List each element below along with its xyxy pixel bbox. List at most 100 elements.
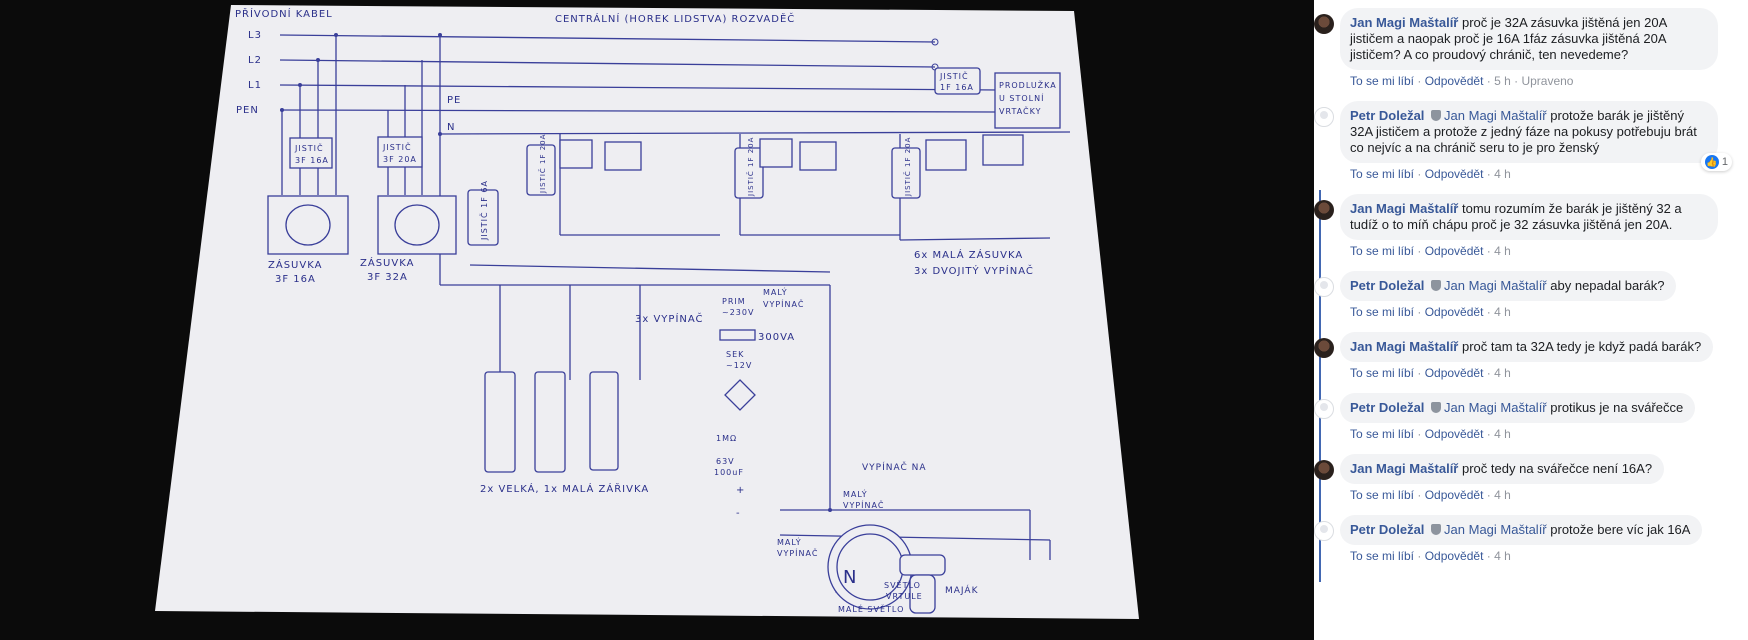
sockets-note: 6x MALÁ ZÁSUVKA xyxy=(914,248,1023,261)
n-label: N xyxy=(447,122,455,133)
comment-author[interactable]: Petr Doležal xyxy=(1350,278,1425,293)
comment-bubble: Jan Magi Maštalíř tomu rozumím že barák … xyxy=(1340,194,1718,240)
like-link[interactable]: To se mi líbí xyxy=(1350,74,1415,88)
comment-bubble: Petr Doležal Jan Magi Maštalíř protikus … xyxy=(1340,393,1696,423)
lamps-note: 2x VELKÁ, 1x MALÁ ZÁŘIVKA xyxy=(480,482,649,495)
extension-label: U STOLNÍ xyxy=(999,92,1044,103)
avatar[interactable] xyxy=(1314,200,1334,220)
reply-link[interactable]: Odpovědět xyxy=(1424,305,1484,319)
comment-text: protože bere víc jak 16A xyxy=(1550,522,1691,537)
breaker-label: 1F 16A xyxy=(940,83,974,92)
comment-bubble: Petr Doležal Jan Magi Maštalíř protože b… xyxy=(1340,515,1703,545)
comment: Jan Magi Maštalíř proč tedy na svářečce … xyxy=(1314,454,1748,503)
secondary-label: ~12V xyxy=(726,361,752,370)
like-link[interactable]: To se mi líbí xyxy=(1350,427,1415,441)
comment-time[interactable]: 4 h xyxy=(1494,427,1511,441)
avatar[interactable] xyxy=(1314,338,1334,358)
light-symbol: N xyxy=(843,567,857,588)
bus-l1: L1 xyxy=(248,80,262,91)
comment-time[interactable]: 5 h xyxy=(1494,74,1511,88)
like-link[interactable]: To se mi líbí xyxy=(1350,366,1415,380)
avatar[interactable] xyxy=(1314,399,1334,419)
comment-actions: To se mi líbí · Odpovědět · 4 h xyxy=(1350,487,1748,503)
comment-time[interactable]: 4 h xyxy=(1494,244,1511,258)
comment-text: proč je 32A zásuvka jištěná jen 20A jist… xyxy=(1350,15,1667,62)
reply-link[interactable]: Odpovědět xyxy=(1424,427,1484,441)
socket-label: 3F 32A xyxy=(367,272,408,283)
comment-author[interactable]: Petr Doležal xyxy=(1350,400,1425,415)
comment-text: protože barák je jištěný 32A jističem a … xyxy=(1350,108,1697,155)
schematic-drawing: PŘÍVODNÍ KABEL CENTRÁLNÍ (HOREK LIDSTVA)… xyxy=(155,5,1139,619)
reply-link[interactable]: Odpovědět xyxy=(1424,488,1484,502)
comments-panel: Jan Magi Maštalíř proč je 32A zásuvka ji… xyxy=(1314,0,1748,640)
separator: · xyxy=(1483,366,1495,380)
like-link[interactable]: To se mi líbí xyxy=(1350,305,1415,319)
comment: Petr Doležal Jan Magi Maštalíř aby nepad… xyxy=(1314,271,1748,320)
fan-light-label: SVĚTLO xyxy=(884,579,921,590)
mentioned-user[interactable]: Jan Magi Maštalíř xyxy=(1444,278,1547,293)
breaker-label: JISTIČ 1F 6A xyxy=(478,180,489,241)
separator: · xyxy=(1483,244,1495,258)
reply-link[interactable]: Odpovědět xyxy=(1424,244,1484,258)
comment: Petr Doležal Jan Magi Maštalíř protikus … xyxy=(1314,393,1748,442)
comment-time[interactable]: 4 h xyxy=(1494,305,1511,319)
separator: · xyxy=(1483,549,1495,563)
reply-link[interactable]: Odpovědět xyxy=(1424,549,1484,563)
avatar[interactable] xyxy=(1314,460,1334,480)
breaker-1f16a xyxy=(934,67,981,95)
comment-author[interactable]: Petr Doležal xyxy=(1350,108,1425,123)
mentioned-user[interactable]: Jan Magi Maštalíř xyxy=(1444,400,1547,415)
avatar[interactable] xyxy=(1314,107,1334,127)
comment-time[interactable]: 4 h xyxy=(1494,549,1511,563)
transformer-power: 300VA xyxy=(758,332,795,343)
comment-author[interactable]: Petr Doležal xyxy=(1350,522,1425,537)
avatar[interactable] xyxy=(1314,14,1334,34)
reply-link[interactable]: Odpovědět xyxy=(1424,74,1484,88)
switch-label: VYPÍNAČ xyxy=(843,499,884,510)
comment-author[interactable]: Jan Magi Maštalíř xyxy=(1350,461,1459,476)
comment-time[interactable]: 4 h xyxy=(1494,366,1511,380)
separator: · xyxy=(1414,488,1425,502)
mentioned-user[interactable]: Jan Magi Maštalíř xyxy=(1444,108,1547,123)
comment-author[interactable]: Jan Magi Maštalíř xyxy=(1350,201,1459,216)
like-link[interactable]: To se mi líbí xyxy=(1350,549,1415,563)
comment-author[interactable]: Jan Magi Maštalíř xyxy=(1350,15,1459,30)
fan-light-label: VRTULE xyxy=(886,592,923,601)
comment-text: protikus je na svářečce xyxy=(1550,400,1684,415)
comment-actions: To se mi líbí · Odpovědět · 4 h xyxy=(1350,548,1748,564)
reaction-count[interactable]: 👍1 xyxy=(1700,153,1732,171)
reply-link[interactable]: Odpovědět xyxy=(1424,167,1484,181)
comment-actions: To se mi líbí · Odpovědět · 5 h · Uprave… xyxy=(1350,73,1748,89)
comment-actions: To se mi líbí · Odpovědět · 4 h xyxy=(1350,243,1748,259)
comment-bubble: Jan Magi Maštalíř proč tam ta 32A tedy j… xyxy=(1340,332,1714,362)
comment-actions: To se mi líbí · Odpovědět · 4 h xyxy=(1350,304,1748,320)
edited-label[interactable]: Upraveno xyxy=(1521,74,1574,88)
like-link[interactable]: To se mi líbí xyxy=(1350,244,1415,258)
breaker-label: 3F 16A xyxy=(295,156,329,165)
like-link[interactable]: To se mi líbí xyxy=(1350,167,1415,181)
primary-label: ~230V xyxy=(722,308,754,317)
comment-text: tomu rozumím že barák je jištěný 32 a tu… xyxy=(1350,201,1682,232)
mentioned-user[interactable]: Jan Magi Maštalíř xyxy=(1444,522,1547,537)
capacitor-label: 100uF xyxy=(714,468,744,477)
like-link[interactable]: To se mi líbí xyxy=(1350,488,1415,502)
key-switch-label: VYPÍNAČ NA xyxy=(862,461,927,473)
switch-label: MALÝ xyxy=(763,286,788,297)
breaker-1f20a-1 xyxy=(526,144,556,196)
reply-link[interactable]: Odpovědět xyxy=(1424,366,1484,380)
comment-time[interactable]: 4 h xyxy=(1494,488,1511,502)
avatar[interactable] xyxy=(1314,521,1334,541)
separator: · xyxy=(1414,549,1425,563)
comment: Jan Magi Maštalíř proč tam ta 32A tedy j… xyxy=(1314,332,1748,381)
comment: Petr Doležal Jan Magi Maštalíř protože b… xyxy=(1314,101,1748,182)
breaker-label: JISTIČ xyxy=(939,70,969,81)
breaker-label: JISTIČ xyxy=(382,141,412,152)
breaker-1f6a xyxy=(467,189,499,246)
capacitor-label: 63V xyxy=(716,457,735,466)
comment-time[interactable]: 4 h xyxy=(1494,167,1511,181)
comment-author[interactable]: Jan Magi Maštalíř xyxy=(1350,339,1459,354)
comment-text: proč tam ta 32A tedy je když padá barák? xyxy=(1462,339,1702,354)
socket-label: ZÁSUVKA xyxy=(360,256,414,269)
schematic-photo: PŘÍVODNÍ KABEL CENTRÁLNÍ (HOREK LIDSTVA)… xyxy=(0,0,1314,640)
avatar[interactable] xyxy=(1314,277,1334,297)
